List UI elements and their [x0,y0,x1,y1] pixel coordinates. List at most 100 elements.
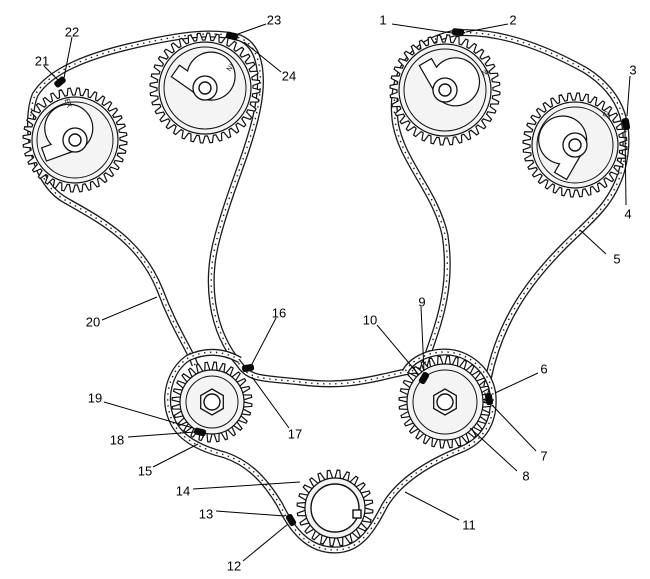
left-idler-sprocket [171,361,253,443]
callout-number: 12 [227,558,241,573]
leader-line [43,65,59,81]
callout-number: 17 [288,426,302,441]
leader-line [251,317,277,365]
leader-line [494,372,539,394]
callout-number: 6 [540,361,547,376]
callout-8: 8 [469,427,530,483]
callout-14: 14 [176,481,301,498]
callout-number: 1 [379,12,386,27]
left-exhaust-cam-sprocket: EX [22,87,128,193]
bolt-washer [436,393,454,411]
leader-line [391,23,453,34]
callout-number: 18 [110,432,124,447]
callout-10: 10 [363,312,420,376]
sprocket-bore [68,133,82,147]
callout-20: 20 [86,296,158,329]
cam-sprocket-marking: IN [224,62,235,73]
sprocket-bore [568,138,582,152]
callout-6: 6 [494,361,548,394]
callout-7: 7 [491,404,548,463]
sprocket-bore [198,81,212,95]
leader-line [63,36,73,79]
callout-number: 15 [138,463,152,478]
callout-number: 10 [363,312,377,327]
callout-24: 24 [243,41,296,83]
callout-16: 16 [251,305,286,365]
callout-number: 3 [629,62,636,77]
callout-2: 2 [465,12,517,33]
leader-line [469,427,518,472]
crankshaft-sprocket [296,469,374,547]
timing-mark-intake-left [225,31,239,41]
leader-line [465,23,509,33]
leader-line [101,296,158,321]
callout-number: 8 [522,468,529,483]
leader-line [215,510,286,517]
timing-mark-intake-right [451,28,465,36]
timing-mark-exhaust-left [54,76,66,88]
callout-15: 15 [138,443,199,478]
callout-number: 11 [462,517,476,532]
sprocket-ring [163,46,247,130]
callout-19: 19 [88,390,194,429]
callout-3: 3 [626,62,637,117]
cam-sprocket-marking: EX [601,109,613,121]
callout-number: 14 [176,483,190,498]
callout-13: 13 [199,506,286,521]
right-exhaust-cam-sprocket: EX [522,92,628,198]
callout-11: 11 [404,491,476,532]
callout-5: 5 [579,229,621,266]
leader-line [251,376,290,429]
primary-crank-chain [164,348,497,554]
timing-mark-left-idler-lower [193,427,207,437]
left-intake-cam-sprocket: IN [149,32,261,144]
callout-22: 22 [63,24,79,79]
callout-number: 7 [540,448,547,463]
callout-4: 4 [624,131,632,221]
callout-number: 5 [613,251,620,266]
callout-number: 9 [418,294,425,309]
cam-sprocket-marking: EX [63,98,74,110]
callout-23: 23 [237,12,281,35]
leader-line [237,23,267,35]
callout-12: 12 [227,523,289,573]
timing-mark-right-idler-outer [484,392,494,406]
callout-number: 20 [86,314,100,329]
timing-mark-crankshaft [285,513,297,527]
timing-mark-right-idler-inner [418,371,430,385]
callout-17: 17 [251,376,302,441]
crank-keyway [352,509,362,519]
timing-mark-exhaust-right [621,117,631,131]
callout-number: 23 [267,12,281,27]
leader-line [579,229,607,255]
sprocket-bore [438,83,452,97]
callout-number: 2 [509,12,516,27]
leader-line [376,324,420,376]
leader-line [624,131,627,206]
sprocket-ring [185,375,239,429]
sprocket-ring [403,48,487,132]
callout-1: 1 [379,12,453,34]
sprocket-ring [36,101,114,179]
callout-number: 4 [624,206,631,221]
right-intake-cam-sprocket: IN [389,34,501,146]
leader-line [243,41,282,73]
leader-line [420,306,425,372]
callout-number: 19 [88,390,102,405]
callout-number: 24 [282,68,296,83]
callout-18: 18 [110,431,196,447]
leader-line [152,443,199,468]
leader-line [192,481,301,490]
sprocket-ring [536,106,614,184]
callout-number: 21 [35,53,49,68]
callout-number: 13 [199,506,213,521]
sprockets: EX IN IN EX [22,32,628,547]
leader-line [103,401,194,429]
callout-number: 16 [272,305,286,320]
cam-sprocket-marking: IN [480,66,490,77]
callout-number: 22 [65,24,79,39]
leader-line [127,431,196,438]
callout-21: 21 [35,53,59,81]
